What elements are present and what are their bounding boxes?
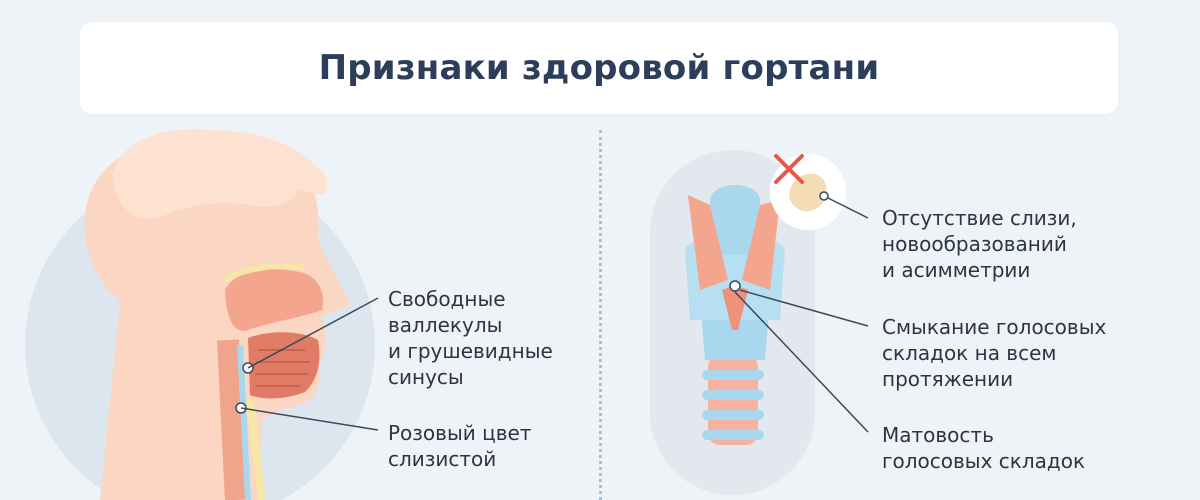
label-valleculae: Свободные валлекулы и грушевидные синусы xyxy=(388,287,553,389)
label-mucosa-color: Розовый цвет слизистой xyxy=(388,421,532,471)
label-closure: Смыкание голосовых складок на всем протя… xyxy=(882,315,1107,391)
label-no-mucus: Отсутствие слизи, новообразований и асим… xyxy=(882,206,1077,282)
label-matte: Матовость голосовых складок xyxy=(882,423,1086,473)
larynx-illustration xyxy=(650,150,869,495)
center-divider xyxy=(599,130,602,500)
page-title: Признаки здоровой гортани xyxy=(318,48,880,88)
cross-mark-icon xyxy=(774,154,804,184)
head-profile-illustration xyxy=(25,129,379,500)
title-card: Признаки здоровой гортани xyxy=(80,22,1118,114)
